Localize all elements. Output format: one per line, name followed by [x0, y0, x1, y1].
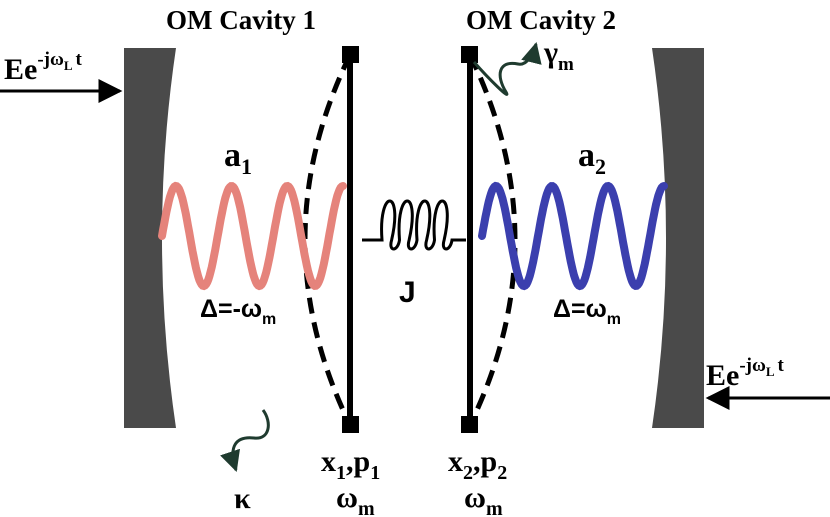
left-cavity-title: OM Cavity 1: [166, 5, 316, 35]
mechanical-damping-label: γm: [543, 36, 574, 75]
optical-decay-label: κ: [234, 482, 251, 515]
left-mode-label: a1: [224, 137, 252, 179]
right-mechanical-oscillator: [461, 46, 518, 433]
left-mirror: [124, 48, 176, 428]
right-oscillator-position-label: x2,p2: [448, 445, 507, 484]
right-optical-mode-wave: [478, 181, 668, 291]
coupling-label: J: [399, 276, 416, 309]
left-oscillator-position-label: x1,p1: [321, 445, 380, 484]
right-mode-label: a2: [578, 137, 606, 179]
right-mirror: [652, 48, 704, 428]
left-mechanical-oscillator: [302, 46, 359, 433]
left-membrane-displaced: [302, 53, 353, 427]
right-oscillator-frequency-label: ωm: [464, 481, 503, 517]
mechanical-damping-arrow: [472, 41, 542, 96]
right-membrane-displaced: [467, 53, 518, 427]
coupling-spring: [362, 199, 466, 251]
left-detuning-label: Δ=-ωm: [200, 295, 276, 328]
left-optical-mode-wave: [158, 181, 347, 291]
optical-decay-arrow: [220, 409, 270, 472]
right-detuning-label: Δ=ωm: [553, 295, 621, 328]
left-oscillator-frequency-label: ωm: [336, 481, 375, 517]
right-cavity-title: OM Cavity 2: [466, 5, 616, 35]
